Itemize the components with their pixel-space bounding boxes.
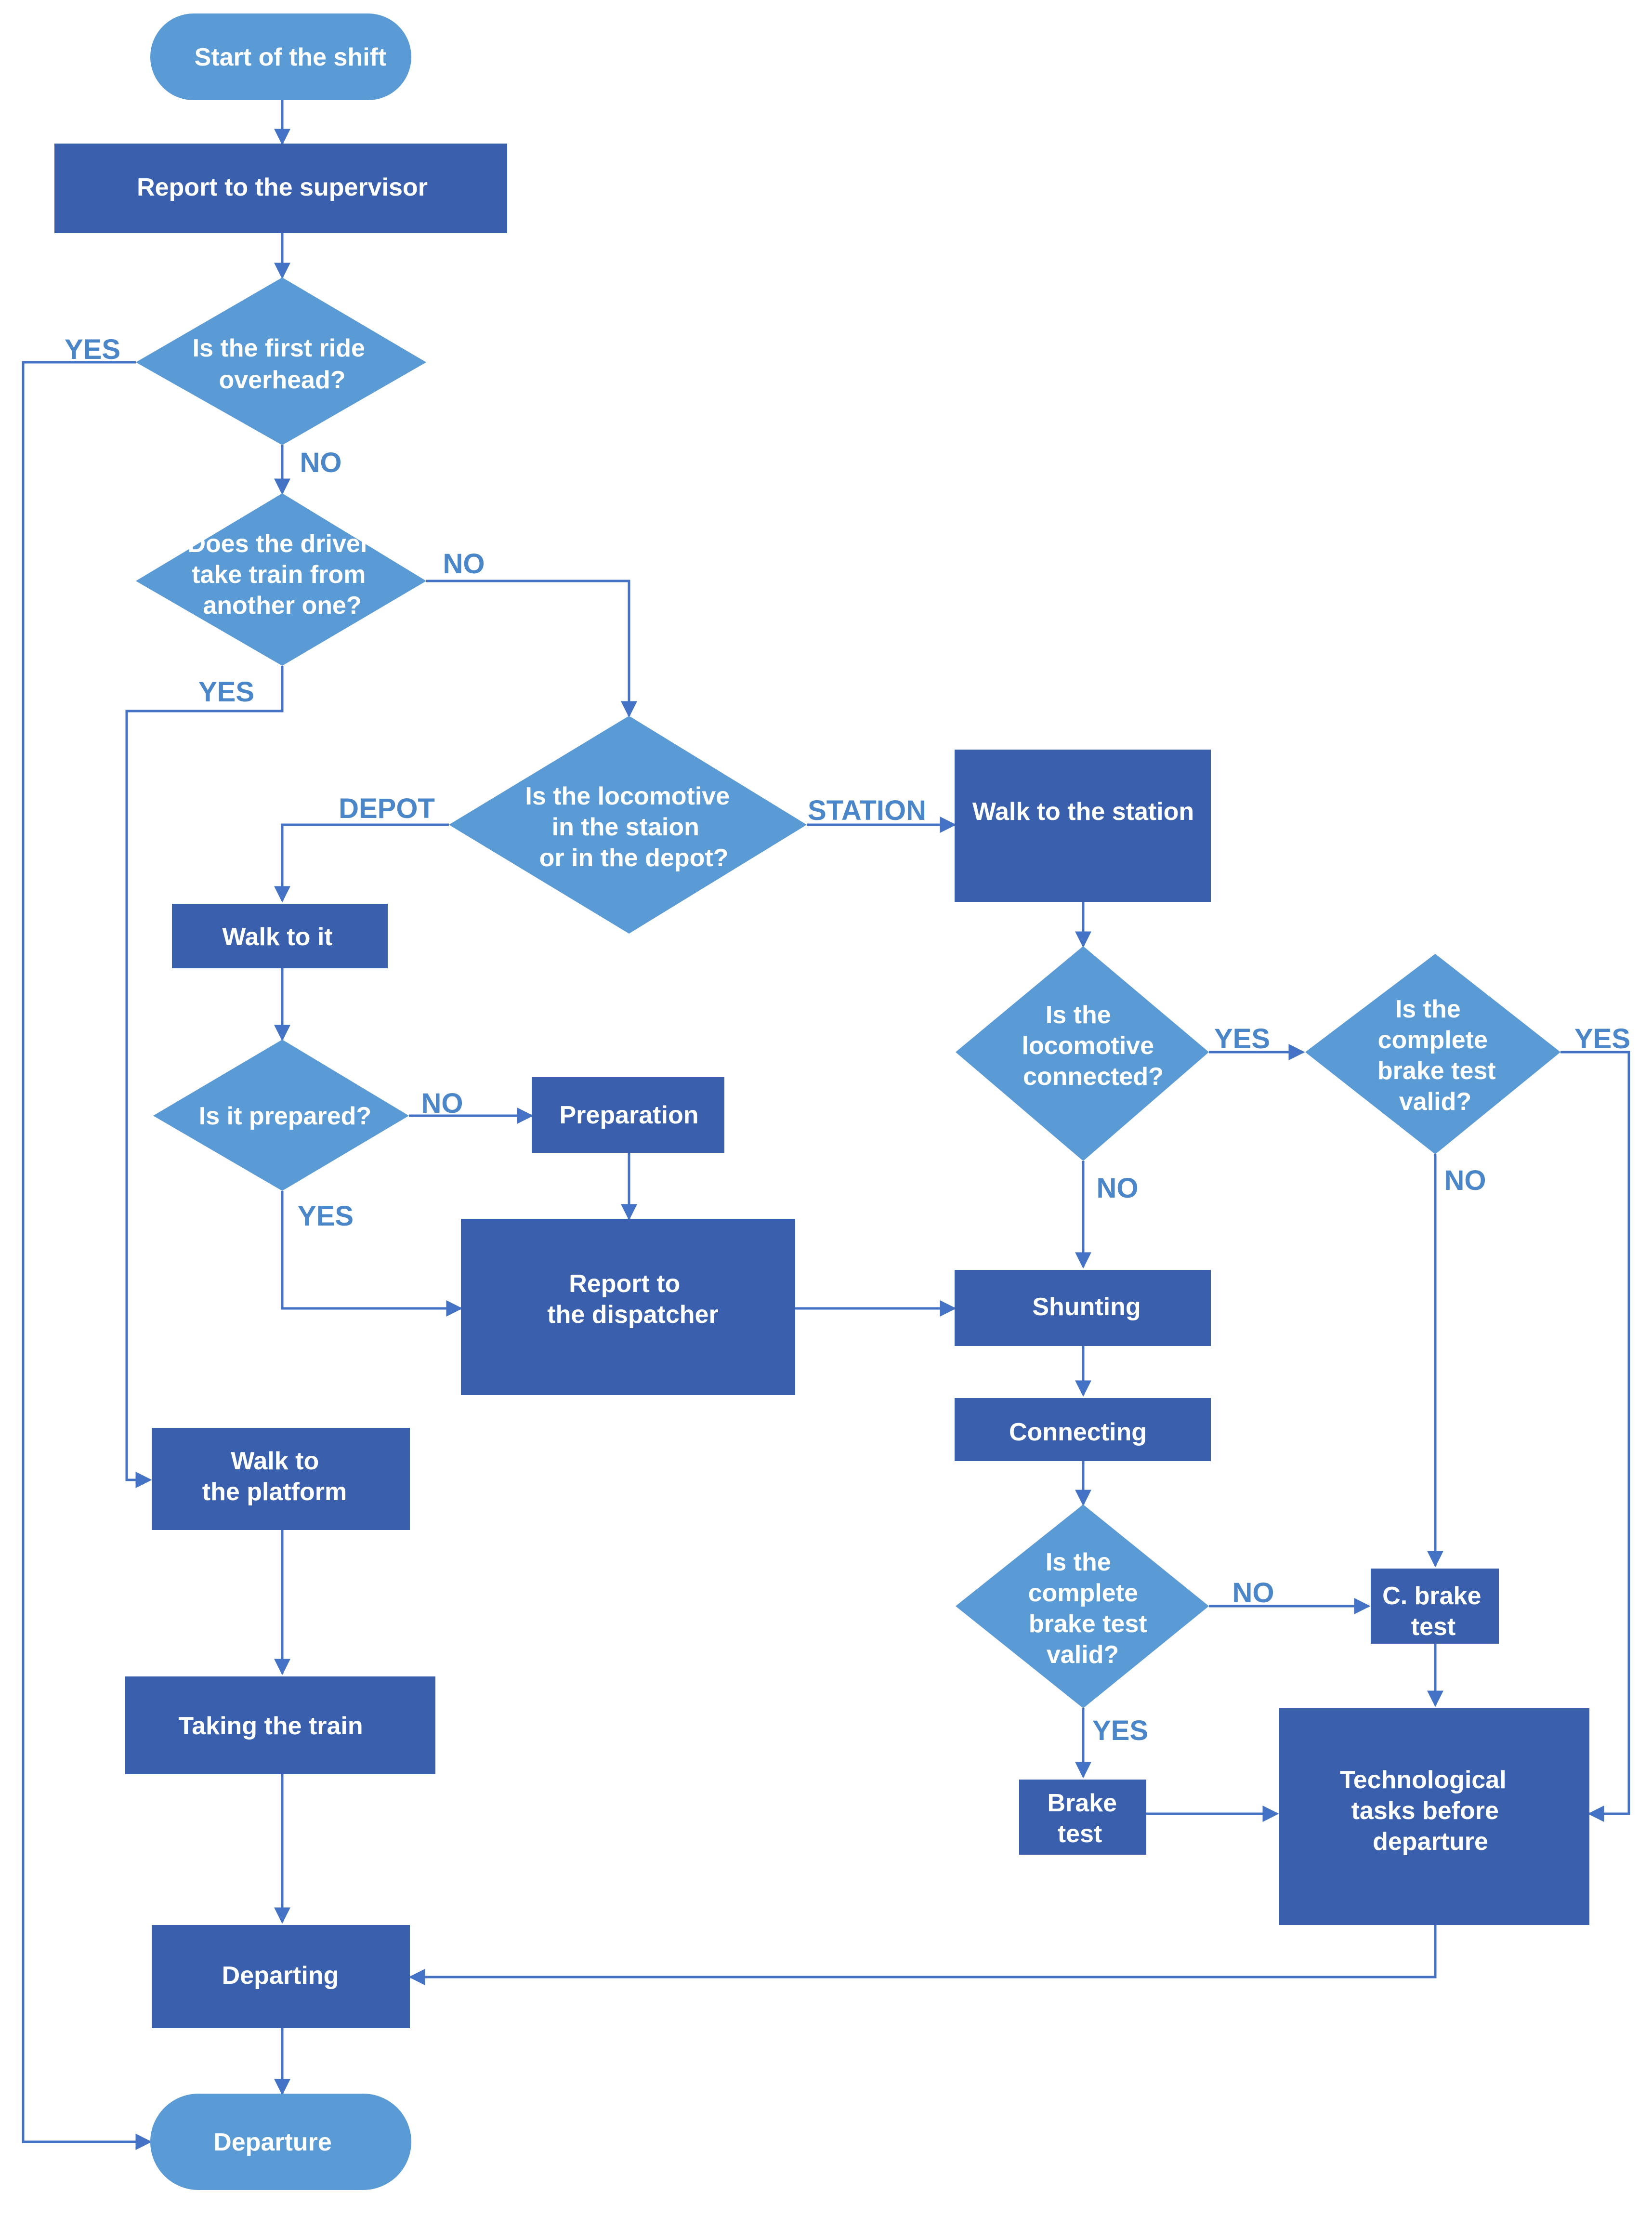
preparation-label: Preparation [560,1101,699,1129]
label-prepared-no: NO [421,1088,463,1119]
loco-connected-label: Is the locomotive connected? [1022,1001,1164,1091]
label-connected-yes: YES [1214,1023,1270,1055]
edge-prepared-yes [281,1191,463,1317]
taking-train-label: Taking the train [178,1712,363,1740]
label-top-brake-yes: YES [1574,1023,1630,1055]
edges [22,100,1630,2150]
report-dispatcher-label: Report to the dispatcher [547,1270,718,1329]
c-brake-test-box: C. brake test [1371,1569,1499,1644]
edge-top-brake-yes [1560,1051,1630,1822]
brake-valid-bottom-decision: Is the complete brake test valid? [956,1504,1209,1708]
brake-test-box: Brake test [1019,1780,1146,1855]
edge-take-train-yes [125,666,284,1488]
report-supervisor-label: Report to the supervisor [137,173,428,201]
loco-connected-decision: Is the locomotive connected? [956,946,1209,1161]
walk-station-label: Walk to the station [972,798,1194,826]
label-first-ride-yes: YES [65,334,120,365]
connecting-label: Connecting [1009,1418,1147,1446]
label-take-train-yes: YES [198,676,254,708]
edge-depot [274,823,449,903]
start-terminal: Start of the shift [150,13,411,100]
brake-valid-bottom-label: Is the complete brake test valid? [1028,1548,1154,1669]
edge-tech-to-departing [408,1925,1437,1985]
shunting-box: Shunting [955,1270,1211,1346]
prepared-label: Is it prepared? [199,1102,371,1130]
brake-test-label: Brake test [1047,1789,1124,1848]
take-train-label: Does the driver take train from another … [187,530,377,620]
loco-where-label: Is the locomotive in the staion or in th… [525,782,736,872]
start-label: Start of the shift [195,43,387,71]
prepared-decision: Is it prepared? [153,1040,409,1191]
edge-first-ride-yes [22,361,152,2150]
departure-label: Departure [213,2128,332,2156]
edge-labels: YES NO NO YES DEPOT STATION NO YES YES N… [65,334,1630,1746]
connecting-box: Connecting [955,1398,1211,1461]
taking-train-box: Taking the train [125,1676,435,1774]
walk-station-box: Walk to the station [955,750,1211,902]
departing-label: Departing [222,1962,339,1990]
label-bottom-brake-yes: YES [1092,1715,1148,1746]
departure-terminal: Departure [150,2094,411,2190]
walk-it-box: Walk to it [172,904,388,968]
first-ride-decision: Is the first ride overhead? [136,277,426,445]
label-take-train-no: NO [443,548,485,580]
edge-take-train-no [426,580,637,718]
label-bottom-brake-no: NO [1232,1577,1274,1609]
brake-valid-top-label: Is the complete brake test valid? [1377,995,1503,1116]
label-connected-no: NO [1097,1173,1139,1204]
label-station: STATION [808,795,926,826]
label-prepared-yes: YES [298,1200,354,1232]
c-brake-test-label: C. brake test [1382,1582,1488,1641]
first-ride-label: Is the first ride overhead? [193,334,372,394]
nodes: Start of the shift Report to the supervi… [54,13,1589,2190]
report-dispatcher-box: Report to the dispatcher [461,1219,795,1395]
label-first-ride-no: NO [300,447,342,478]
label-top-brake-no: NO [1444,1165,1486,1196]
tech-tasks-label: Technological tasks before departure [1340,1766,1513,1856]
tech-tasks-box: Technological tasks before departure [1279,1708,1589,1925]
walk-it-label: Walk to it [222,923,332,951]
shunting-label: Shunting [1032,1293,1141,1321]
report-supervisor-box: Report to the supervisor [54,144,507,233]
preparation-box: Preparation [532,1077,724,1153]
brake-valid-top-decision: Is the complete brake test valid? [1305,954,1560,1154]
departing-box: Departing [152,1925,410,2028]
take-train-decision: Does the driver take train from another … [136,493,426,666]
loco-where-decision: Is the locomotive in the staion or in th… [449,716,807,934]
walk-platform-box: Walk to the platform [152,1428,410,1530]
label-depot: DEPOT [339,793,435,824]
walk-platform-label: Walk to the platform [202,1447,347,1506]
